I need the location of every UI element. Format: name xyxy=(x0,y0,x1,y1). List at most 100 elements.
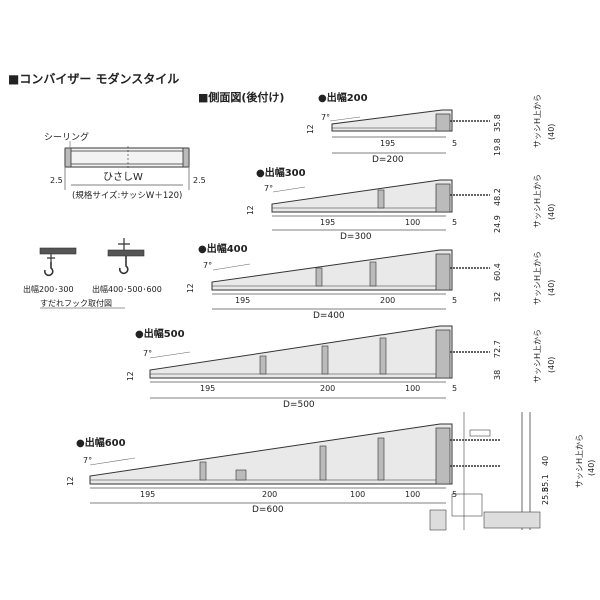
angle-label: 7° xyxy=(321,113,330,122)
sash-label: サッシH上から xyxy=(533,251,542,305)
rib xyxy=(377,189,385,209)
low-label: 25.5 xyxy=(541,487,550,505)
segment-3-label: 100 xyxy=(405,384,420,393)
offset-right-label: 2.5 xyxy=(193,176,206,185)
rib xyxy=(315,267,323,287)
thickness-label: 12 xyxy=(306,124,315,134)
wall-bracket xyxy=(435,183,451,213)
hook-b-bracket xyxy=(118,238,130,250)
sash-value: (40) xyxy=(547,124,556,140)
thickness-label: 12 xyxy=(126,371,135,381)
sash-value: (40) xyxy=(547,204,556,220)
sash-frame xyxy=(451,493,483,517)
thickness-label: 12 xyxy=(66,476,75,486)
depth-label: D=200 xyxy=(372,155,404,165)
segment-3-label: 100 xyxy=(350,490,365,499)
hook-a-icon xyxy=(43,262,54,277)
segment-1-label: 195 xyxy=(235,296,250,305)
end-gap-label: 5 xyxy=(452,218,457,227)
segment-4-label: 100 xyxy=(405,490,420,499)
rise-label: 60.4 xyxy=(493,263,502,281)
sash-value: (40) xyxy=(547,357,556,373)
wall-bracket xyxy=(435,427,451,485)
sash-detail xyxy=(429,509,447,531)
profile-title: ●出幅200 xyxy=(318,91,368,104)
profile-title: ●出幅400 xyxy=(198,242,248,255)
hook-caption: すだれフック取付図 xyxy=(40,298,112,308)
segment-2-label: 200 xyxy=(320,384,335,393)
end-gap-label: 5 xyxy=(452,490,457,499)
rise-label: 48.2 xyxy=(493,188,502,206)
sash-value: (40) xyxy=(547,280,556,296)
width-label: ひさしW xyxy=(103,171,143,183)
visor-body xyxy=(149,325,453,379)
sealing-label: シーリング xyxy=(44,131,89,143)
angle-label: 7° xyxy=(264,184,273,193)
visor-body xyxy=(271,179,453,213)
profile-d300: ●出幅300 7° 12 195 100 5 D=300 48.2 24.9 サ… xyxy=(246,166,556,242)
profile-d200: ●出幅200 7° 12 195 5 D=200 35.8 19.8 サッシH上… xyxy=(306,91,556,165)
segment-2-label: 200 xyxy=(262,490,277,499)
rise-label: 72.7 xyxy=(493,340,502,358)
side-view-title: ■側面図(後付け) xyxy=(198,90,284,104)
low-label: 32 xyxy=(493,292,502,302)
sash-value: (40) xyxy=(587,460,596,476)
segment-1-label: 195 xyxy=(320,218,335,227)
hook-a-rail xyxy=(39,247,77,255)
end-gap-label: 5 xyxy=(452,384,457,393)
angle-label: 7° xyxy=(203,261,212,270)
hook-a-mount xyxy=(47,254,55,262)
profile-title: ●出幅500 xyxy=(135,327,185,340)
rib xyxy=(259,355,267,375)
segment-2-label: 200 xyxy=(380,296,395,305)
top-view: シーリング ひさしW 2.5 2.5 (規格サイズ:サッシW＋120) xyxy=(44,131,206,201)
angle-leader xyxy=(89,457,136,466)
rib xyxy=(321,345,329,375)
sash-label: サッシH上から xyxy=(575,434,584,488)
spec-label: (規格サイズ:サッシW＋120) xyxy=(72,190,182,201)
rib xyxy=(235,469,247,481)
angle-label: 7° xyxy=(143,349,152,358)
segment-1-label: 195 xyxy=(140,490,155,499)
angle-leader xyxy=(329,116,361,122)
end-gap-label: 5 xyxy=(452,296,457,305)
low-label: 24.9 xyxy=(493,215,502,233)
rib xyxy=(377,437,385,481)
depth-label: D=300 xyxy=(340,232,372,242)
end-cap-right xyxy=(182,147,190,168)
rib xyxy=(369,261,377,287)
screw xyxy=(450,439,500,467)
profile-d400: ●出幅400 7° 12 195 200 5 D=400 60.4 32 サッシ… xyxy=(186,242,556,321)
page-title: ■コンバイザー モダンスタイル xyxy=(8,71,179,86)
visor-body xyxy=(89,423,453,485)
visor-body xyxy=(211,249,453,291)
segment-1-label: 195 xyxy=(380,139,395,148)
wall-bracket xyxy=(435,329,451,379)
hook-b-icon xyxy=(118,256,129,275)
wall-section xyxy=(469,429,491,437)
angle-leader xyxy=(212,263,251,271)
low-label: 38 xyxy=(493,370,502,380)
hook-b-rail xyxy=(107,249,145,257)
sash-label: サッシH上から xyxy=(533,94,542,148)
rib xyxy=(199,461,207,481)
segment-1-label: 195 xyxy=(200,384,215,393)
end-gap-label: 5 xyxy=(452,139,457,148)
profile-title: ●出幅600 xyxy=(76,436,126,449)
profile-title: ●出幅300 xyxy=(256,166,306,179)
depth-label: D=400 xyxy=(313,311,345,321)
rib xyxy=(319,445,327,481)
offset-left-label: 2.5 xyxy=(50,176,63,185)
angle-leader xyxy=(272,186,306,193)
thickness-label: 12 xyxy=(246,205,255,215)
sill xyxy=(483,511,541,529)
segment-2-label: 100 xyxy=(405,218,420,227)
angle-label: 7° xyxy=(83,456,92,465)
low-label: 19.8 xyxy=(493,138,502,156)
visor-body xyxy=(331,109,453,132)
sash-label: サッシH上から xyxy=(533,329,542,383)
profile-d500: ●出幅500 7° 12 195 200 100 5 D=500 72.7 38… xyxy=(126,325,556,410)
sash-label: サッシH上から xyxy=(533,174,542,228)
mid-label: 40 xyxy=(541,456,550,466)
